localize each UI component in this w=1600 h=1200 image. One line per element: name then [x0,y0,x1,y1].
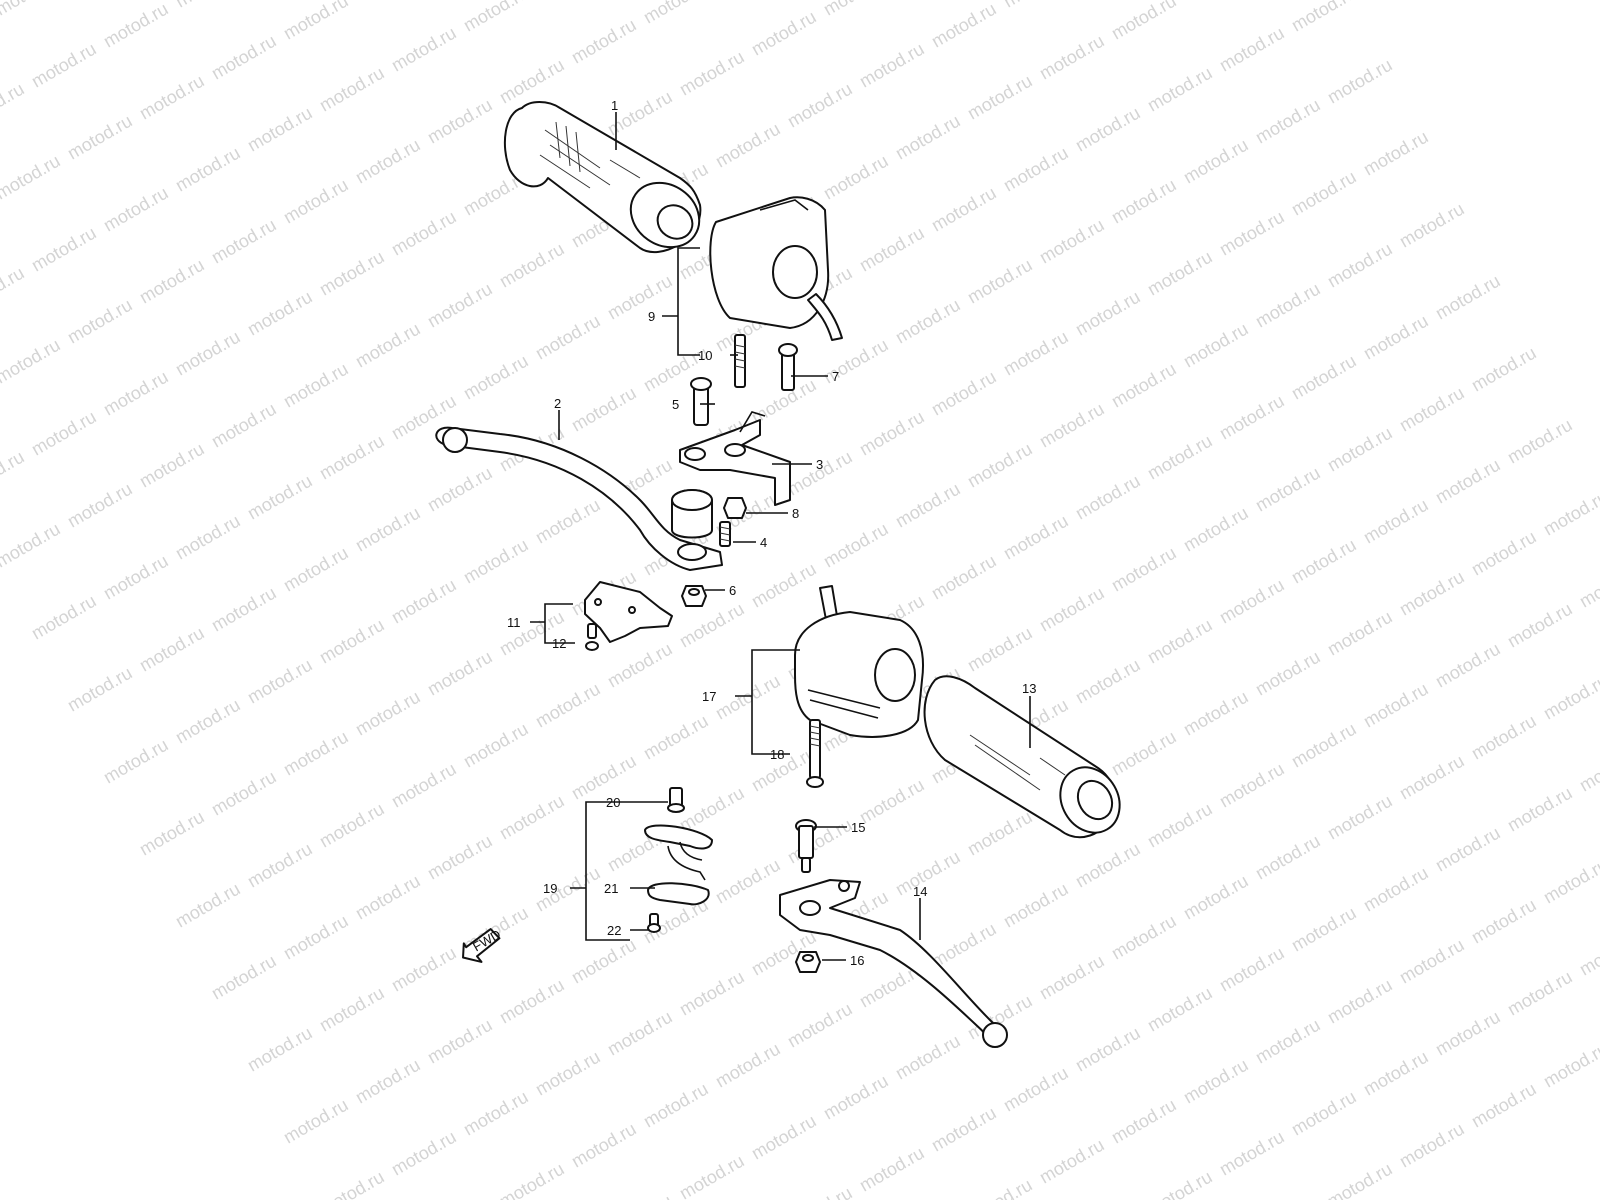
part-13-right-grip [923,675,1121,839]
callout-10: 10 [698,348,712,363]
callout-20: 20 [606,795,620,810]
callout-labels: 1 2 3 4 5 6 7 8 9 10 11 12 13 14 15 16 1… [507,98,1036,968]
callout-8: 8 [792,506,799,521]
callout-7: 7 [832,369,839,384]
callout-12: 12 [552,636,566,651]
part-15-pivot-bolt [795,819,817,873]
part-17-right-switch-housing [794,585,924,738]
callout-6: 6 [729,583,736,598]
callout-9: 9 [648,309,655,324]
callout-17: 17 [702,689,716,704]
part-18-screw [806,719,824,788]
callout-2: 2 [554,396,561,411]
callout-22: 22 [607,923,621,938]
part-9-left-switch-housing [709,196,843,341]
part-19-brake-switch-set [644,787,713,933]
small-parts-mid [681,497,747,607]
part-1-left-grip [503,101,702,254]
part-16-nut [795,951,821,973]
part-14-brake-lever [779,879,1008,1048]
callout-3: 3 [816,457,823,472]
part-11-clutch-switch [584,581,673,651]
fwd-label: FWD [470,927,503,955]
callout-4: 4 [760,535,767,550]
callout-1: 1 [611,98,618,113]
lever-pivot [671,489,713,539]
leader-lines [530,112,1031,961]
callout-11: 11 [507,615,521,630]
callout-14: 14 [913,884,927,899]
callout-19: 19 [543,881,557,896]
part-3-bracket [679,411,791,506]
callout-13: 13 [1022,681,1036,696]
callout-21: 21 [604,881,618,896]
fwd-arrow-icon: FWD [462,927,503,963]
callout-16: 16 [850,953,864,968]
callout-15: 15 [851,820,865,835]
screws-upper [690,334,798,426]
part-2-clutch-lever [435,426,723,571]
callout-5: 5 [672,397,679,412]
callout-18: 18 [770,747,784,762]
